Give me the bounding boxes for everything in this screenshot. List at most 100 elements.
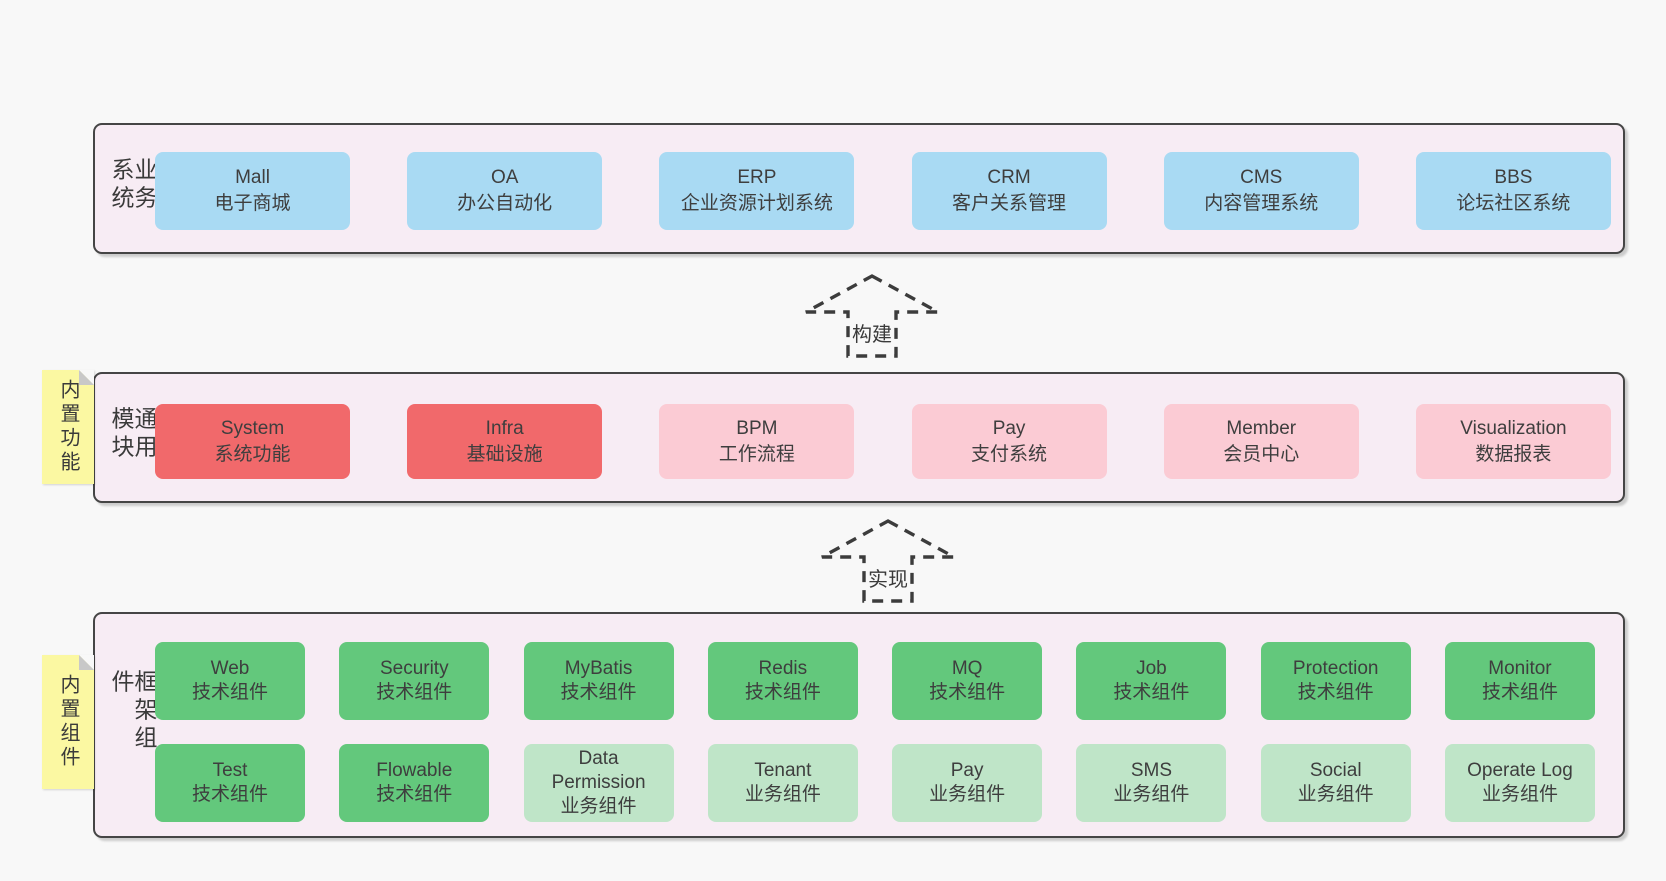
box-title: Tenant: [754, 760, 812, 781]
box-title: Flowable: [376, 760, 453, 781]
diagram-box: Job 技术组件: [1076, 642, 1227, 720]
box-subtitle: 技术组件: [191, 784, 268, 805]
diagram-box: Pay 业务组件: [892, 744, 1043, 822]
box-subtitle: 办公自动化: [457, 193, 553, 214]
box-subtitle: 工作流程: [718, 443, 795, 465]
box-subtitle: 电子商城: [214, 193, 291, 214]
box-subtitle: 系统功能: [214, 443, 291, 465]
box-title: ERP: [737, 167, 777, 188]
box-subtitle: 基础设施: [466, 443, 543, 465]
panel-business-side-label: 业务系统: [108, 156, 157, 213]
build-arrow: 构建: [802, 272, 942, 360]
box-title: Social: [1309, 760, 1362, 781]
box-title: Data Permission: [551, 748, 646, 793]
implement-arrow: 实现: [818, 517, 958, 605]
diagram-box: Web 技术组件: [155, 642, 305, 720]
diagram-box: ERP 企业资源计划系统: [659, 152, 855, 230]
box-title: Protection: [1292, 658, 1379, 679]
box-title: System: [220, 417, 285, 439]
box-title: Mall: [235, 167, 270, 188]
diagram-box: Tenant 业务组件: [707, 744, 858, 822]
box-title: Member: [1226, 417, 1297, 439]
framework-box-row-1: Web 技术组件 Security 技术组件 MyBatis 技术组件 Redi…: [95, 642, 1623, 720]
box-title: SMS: [1130, 760, 1172, 781]
box-subtitle: 技术组件: [744, 682, 821, 703]
diagram-box: Infra 基础设施: [407, 404, 603, 479]
diagram-box: SMS 业务组件: [1076, 744, 1227, 822]
box-title: Visualization: [1460, 417, 1567, 439]
up-arrow-icon: [805, 274, 939, 358]
box-subtitle: 论坛社区系统: [1456, 193, 1571, 214]
box-subtitle: 企业资源计划系统: [680, 193, 833, 214]
box-subtitle: 业务组件: [744, 784, 821, 805]
box-title: MyBatis: [564, 658, 633, 679]
diagram-box: Test 技术组件: [155, 744, 305, 822]
sticky-note-label: 内置功能: [57, 379, 79, 475]
box-subtitle: 技术组件: [376, 784, 453, 805]
diagram-box: Flowable 技术组件: [339, 744, 490, 822]
box-subtitle: 技术组件: [1297, 682, 1374, 703]
box-subtitle: 技术组件: [929, 682, 1006, 703]
box-subtitle: 会员中心: [1223, 443, 1300, 465]
diagram-box: CMS 内容管理系统: [1163, 152, 1359, 230]
box-title: Job: [1136, 658, 1167, 679]
diagram-box: MyBatis 技术组件: [523, 642, 674, 720]
box-subtitle: 技术组件: [1113, 682, 1190, 703]
box-subtitle: 客户关系管理: [952, 193, 1067, 214]
business-box-row: Mall 电子商城 OA 办公自动化 ERP 企业资源计划系统 CRM 客户关系…: [95, 152, 1623, 230]
box-title: MQ: [951, 658, 983, 679]
diagram-box: BBS 论坛社区系统: [1415, 152, 1611, 230]
diagram-box: Security 技术组件: [339, 642, 490, 720]
box-title: Security: [379, 658, 449, 679]
diagram-box: Member 会员中心: [1163, 404, 1359, 479]
box-title: CRM: [987, 167, 1031, 188]
sticky-note-built-in-components: 内置组件: [42, 655, 94, 789]
diagram-box: BPM 工作流程: [659, 404, 855, 479]
sticky-note-built-in-features: 内置功能: [42, 370, 94, 484]
diagram-box: Redis 技术组件: [707, 642, 858, 720]
box-subtitle: 技术组件: [560, 682, 637, 703]
box-title: CMS: [1240, 167, 1283, 188]
box-subtitle: 数据报表: [1475, 443, 1552, 465]
diagram-box: Operate Log 业务组件: [1444, 744, 1595, 822]
panel-framework-components: 框架组件 Web 技术组件 Security 技术组件 MyBatis 技术组件: [93, 612, 1625, 838]
box-title: Pay: [950, 760, 984, 781]
box-title: OA: [490, 167, 519, 188]
sticky-note-label: 内置组件: [57, 674, 79, 770]
box-subtitle: 支付系统: [971, 443, 1048, 465]
diagram-box: MQ 技术组件: [892, 642, 1043, 720]
panel-modules-side-label: 通用模块: [108, 405, 157, 462]
box-title: Monitor: [1488, 658, 1552, 679]
diagram-box: Monitor 技术组件: [1444, 642, 1595, 720]
box-subtitle: 技术组件: [191, 682, 268, 703]
box-title: Pay: [992, 417, 1026, 439]
box-title: Test: [212, 760, 248, 781]
box-subtitle: 业务组件: [1481, 784, 1558, 805]
diagram-box: OA 办公自动化: [407, 152, 603, 230]
box-subtitle: 内容管理系统: [1204, 193, 1319, 214]
box-subtitle: 技术组件: [1481, 682, 1558, 703]
diagram-box: Mall 电子商城: [155, 152, 350, 230]
diagram-box: CRM 客户关系管理: [911, 152, 1107, 230]
box-subtitle: 业务组件: [1297, 784, 1374, 805]
modules-box-row: System 系统功能 Infra 基础设施 BPM 工作流程 Pay 支付系统: [95, 404, 1623, 479]
diagram-box: Visualization 数据报表: [1415, 404, 1611, 479]
implement-arrow-label: 实现: [866, 563, 910, 592]
diagram-box: Social 业务组件: [1260, 744, 1411, 822]
diagram-box: Protection 技术组件: [1260, 642, 1411, 720]
box-subtitle: 业务组件: [560, 796, 637, 817]
box-title: Operate Log: [1467, 760, 1573, 781]
panel-business-systems: 业务系统 Mall 电子商城 OA 办公自动化 ERP 企业资源计划系统: [93, 123, 1625, 254]
box-title: Infra: [485, 417, 524, 439]
box-title: Web: [210, 658, 250, 679]
box-title: BBS: [1494, 167, 1533, 188]
box-subtitle: 业务组件: [929, 784, 1006, 805]
box-title: Redis: [758, 658, 808, 679]
diagram-box: Data Permission 业务组件: [523, 744, 674, 822]
box-title: BPM: [736, 417, 778, 439]
box-subtitle: 业务组件: [1113, 784, 1190, 805]
up-arrow-icon: [821, 519, 955, 603]
box-subtitle: 技术组件: [376, 682, 453, 703]
diagram-box: System 系统功能: [155, 404, 350, 479]
